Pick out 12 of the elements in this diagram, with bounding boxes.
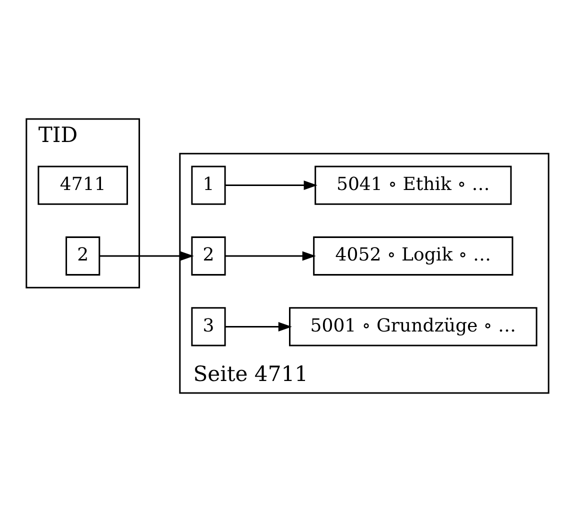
- arrow: [225, 322, 292, 332]
- node-box: 4052 ∘ Logik ∘ …: [313, 236, 514, 276]
- node-box: 1: [191, 166, 226, 205]
- node-box: 4711: [38, 166, 128, 205]
- arrow: [225, 251, 316, 261]
- node-box: 5041 ∘ Ethik ∘ …: [314, 166, 512, 205]
- node-box: 2: [191, 236, 226, 276]
- arrow: [225, 180, 318, 190]
- node-box: 2: [66, 236, 100, 276]
- arrow: [100, 251, 194, 261]
- node-box: 3: [191, 307, 226, 346]
- node-box: 5001 ∘ Grundzüge ∘ …: [289, 307, 538, 346]
